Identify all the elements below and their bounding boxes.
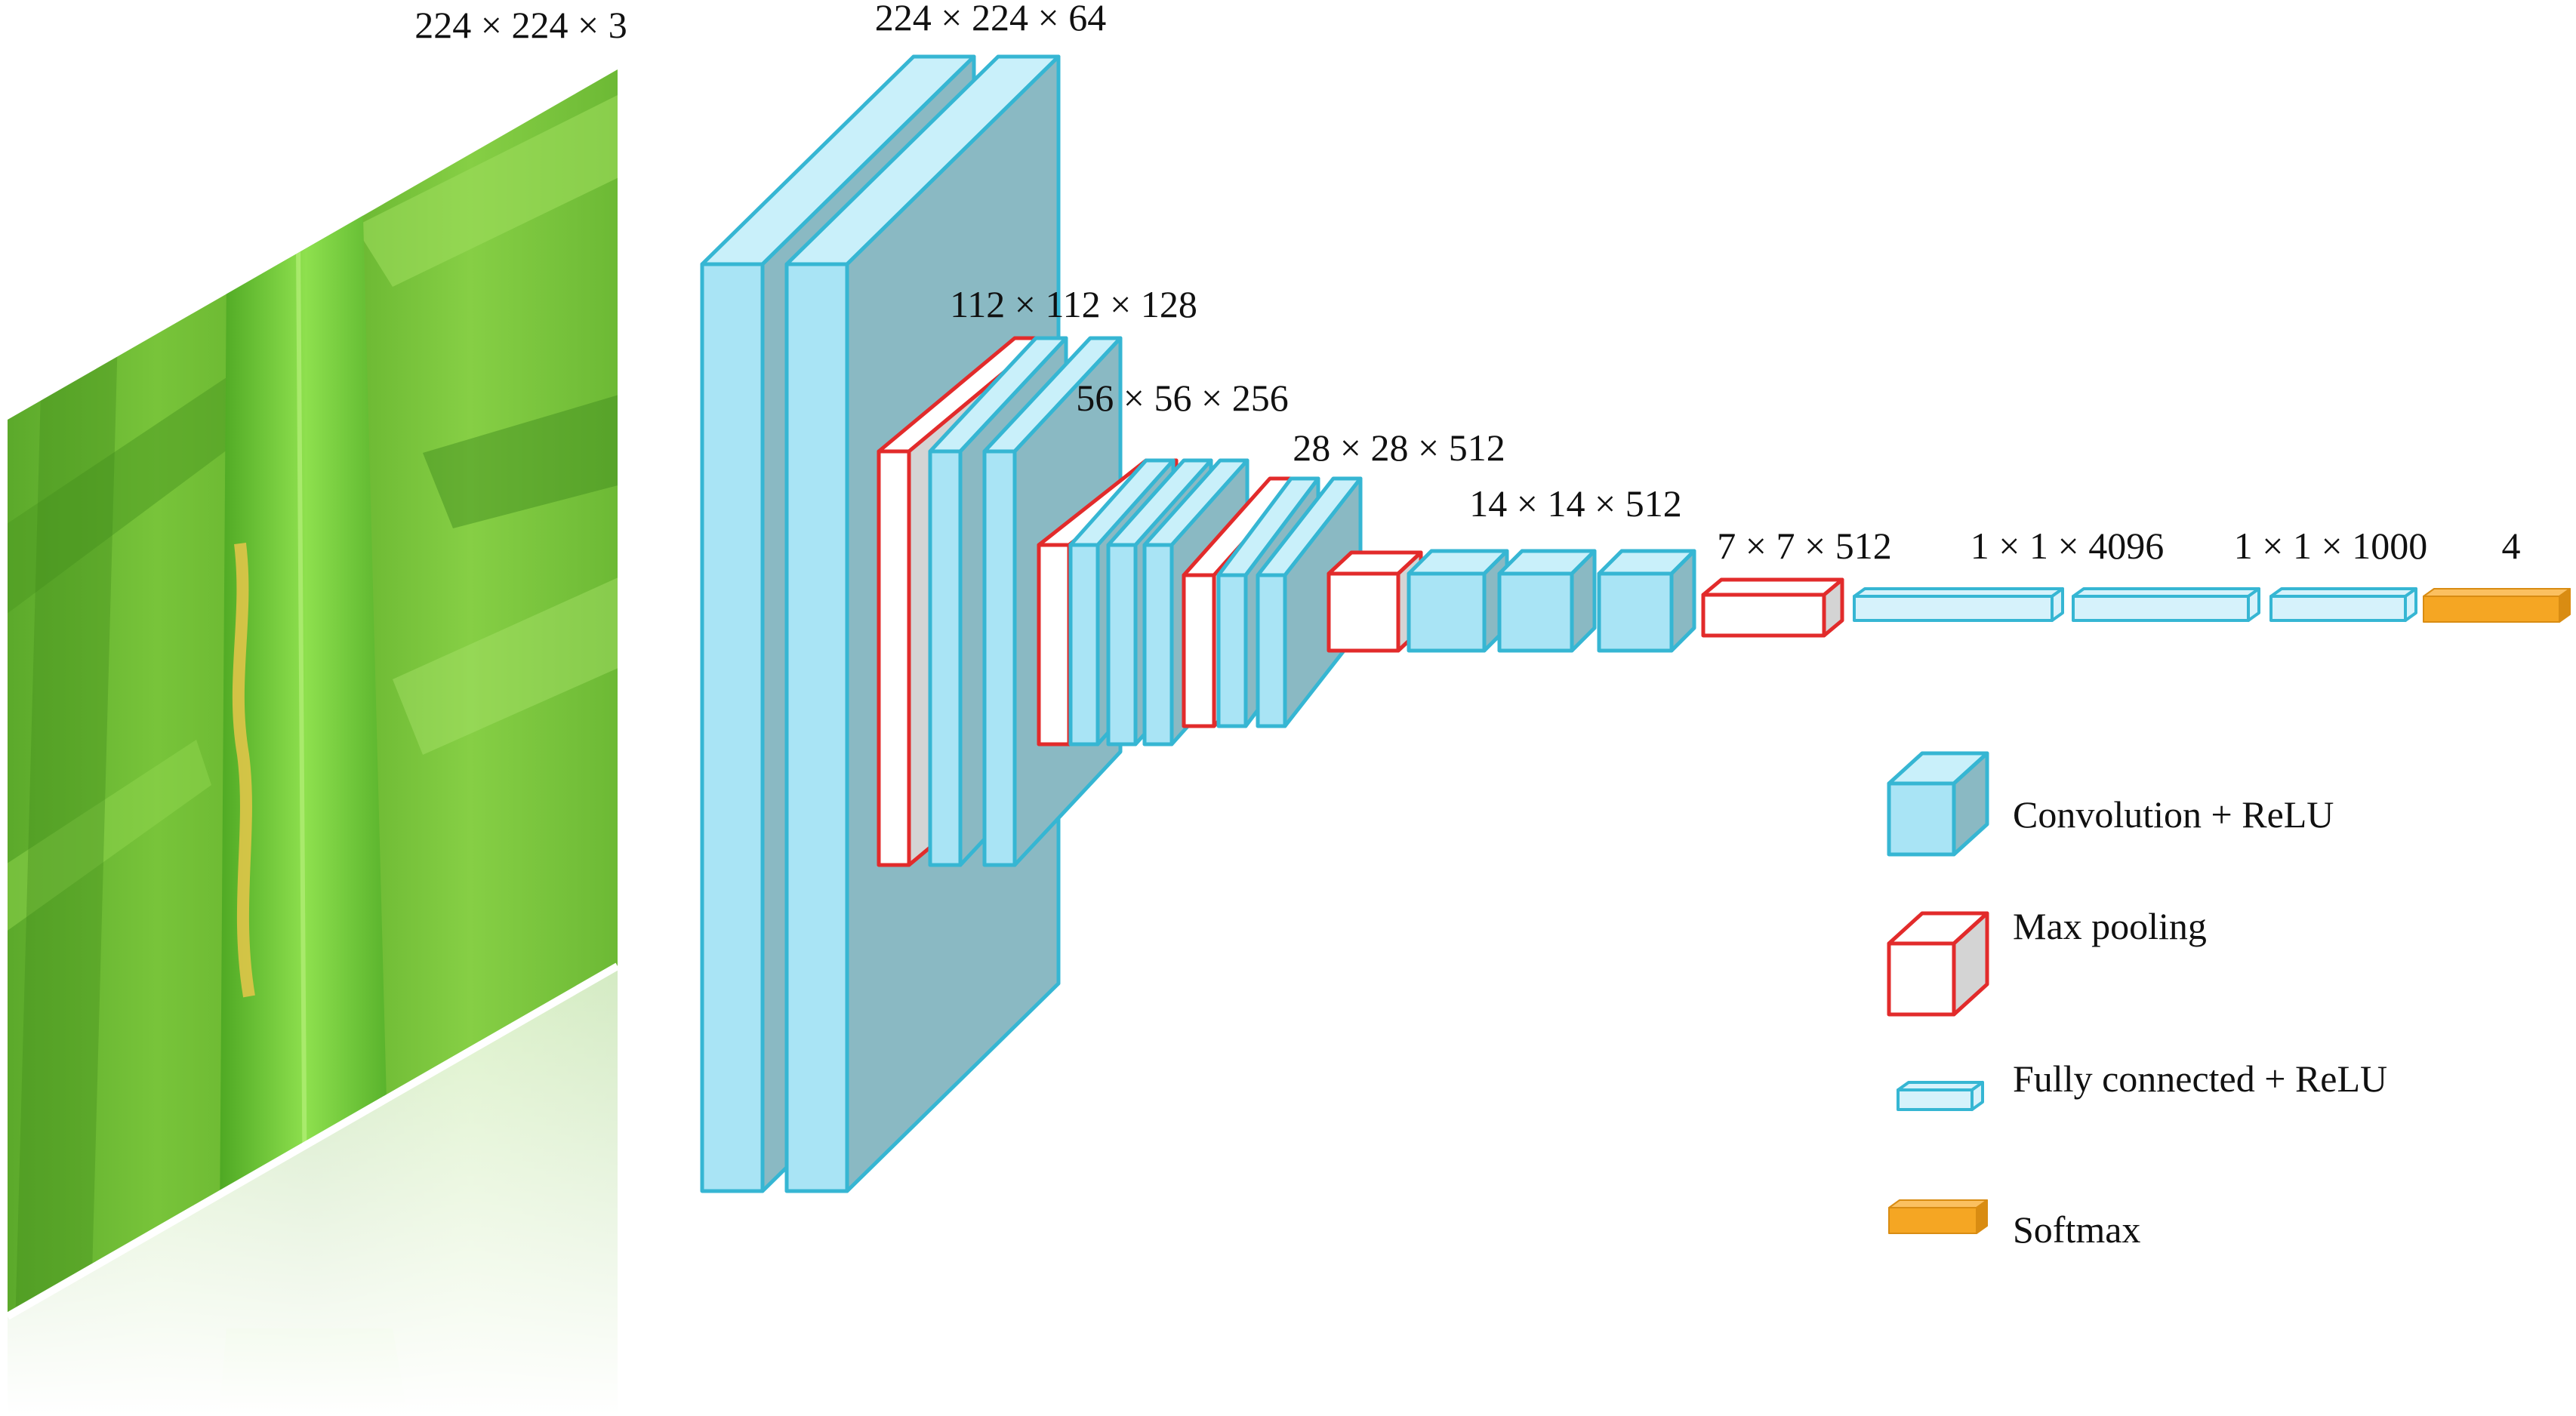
legend: Convolution + ReLU Max pooling Fully con…	[1887, 751, 2387, 1251]
dimension-labels: 224 × 224 × 3 224 × 224 × 64 112 × 112 ×…	[414, 0, 2520, 567]
fc3-layer	[2269, 587, 2417, 622]
dim-label-block1: 224 × 224 × 64	[875, 0, 1106, 38]
legend-icon-fc	[1897, 1081, 1984, 1111]
conv5-3-layer	[1597, 549, 1696, 653]
fc2-layer	[2072, 587, 2260, 622]
legend-icon-pool	[1887, 911, 1989, 1017]
softmax-layer	[2423, 588, 2571, 623]
legend-label-softmax: Softmax	[2013, 1208, 2140, 1251]
fc1-layer	[1853, 587, 2064, 622]
conv5-2-layer	[1497, 549, 1597, 653]
dim-label-fc3: 1 × 1 × 1000	[2234, 525, 2427, 567]
dim-label-pool5: 7 × 7 × 512	[1717, 525, 1891, 567]
legend-label-pool: Max pooling	[2013, 905, 2207, 947]
dim-label-input: 224 × 224 × 3	[414, 4, 627, 46]
dim-label-block2: 112 × 112 × 128	[950, 283, 1197, 325]
legend-icon-conv	[1887, 751, 1989, 857]
legend-icon-softmax	[1888, 1199, 1988, 1234]
dim-label-softmax: 4	[2502, 525, 2521, 567]
legend-label-fc: Fully connected + ReLU	[2013, 1057, 2387, 1100]
network-layers	[700, 54, 2571, 1193]
legend-label-conv: Convolution + ReLU	[2013, 793, 2334, 836]
conv5-1-layer	[1407, 549, 1509, 653]
pool5-layer	[1701, 577, 1844, 638]
conv4-2-layer	[1256, 476, 1363, 728]
dim-label-block5: 14 × 14 × 512	[1469, 482, 1681, 525]
dim-label-fc1: 1 × 1 × 4096	[1971, 525, 2164, 567]
input-image	[5, 69, 620, 1416]
dim-label-block3: 56 × 56 × 256	[1076, 377, 1288, 419]
dim-label-block4: 28 × 28 × 512	[1293, 426, 1505, 469]
